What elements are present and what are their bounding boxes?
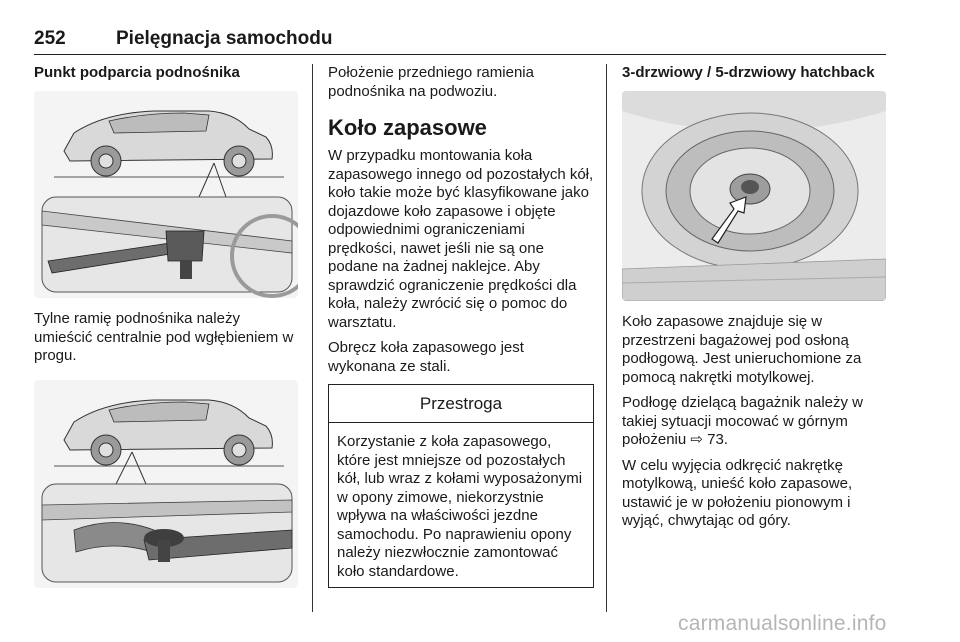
spare-wheel-paragraph: W przypadku montowania koła zapasowego i… <box>328 147 594 331</box>
column-right: 3-drzwiowy / 5-drzwiowy hatchback Koło z… <box>622 64 886 538</box>
car-front-jack-svg <box>41 399 293 582</box>
column-divider <box>312 64 313 612</box>
rear-jack-caption: Tylne ramię podnośnika należy umieścić c… <box>34 310 294 364</box>
floor-cover-paragraph: Podłogę dzielącą bagażnik należy w takie… <box>622 394 863 448</box>
spare-wheel-svg <box>622 91 886 301</box>
column-left: Punkt podparcia podnośnika Tylne ramię p… <box>34 64 298 588</box>
removal-paragraph: W celu wyjęcia odkręcić nakrętkę motylko… <box>622 456 853 530</box>
caution-title: Przestroga <box>329 385 593 423</box>
front-jack-caption: Położenie przedniego ramienia podnośnika… <box>328 64 534 100</box>
jack-point-heading: Punkt podparcia podnośnika <box>34 64 240 81</box>
spare-rim-paragraph: Obręcz koła zapasowego jest wykonana ze … <box>328 339 524 375</box>
column-divider <box>606 64 607 612</box>
hatchback-heading: 3-drzwiowy / 5-drzwiowy hatchback <box>622 64 875 81</box>
rear-jack-illustration <box>34 91 298 298</box>
spare-location-paragraph: Koło zapasowe znajduje się w przestrzeni… <box>622 313 862 386</box>
section-title: Pielęgnacja samochodu <box>116 28 333 49</box>
site-watermark: carmanualsonline.info <box>678 612 887 635</box>
page-number: 252 <box>34 28 66 49</box>
car-rear-jack-svg <box>41 110 298 298</box>
spare-wheel-illustration <box>622 91 886 301</box>
column-middle: Położenie przedniego ramienia podnośnika… <box>328 64 594 588</box>
page-header: 252 Pielęgnacja samochodu <box>34 26 886 55</box>
caution-box: Przestroga Korzystanie z koła zapasowego… <box>328 384 594 588</box>
caution-text: Korzystanie z koła zapasowego, które jes… <box>337 433 583 580</box>
front-jack-illustration <box>34 379 298 588</box>
spare-wheel-heading: Koło zapasowe <box>328 115 487 140</box>
